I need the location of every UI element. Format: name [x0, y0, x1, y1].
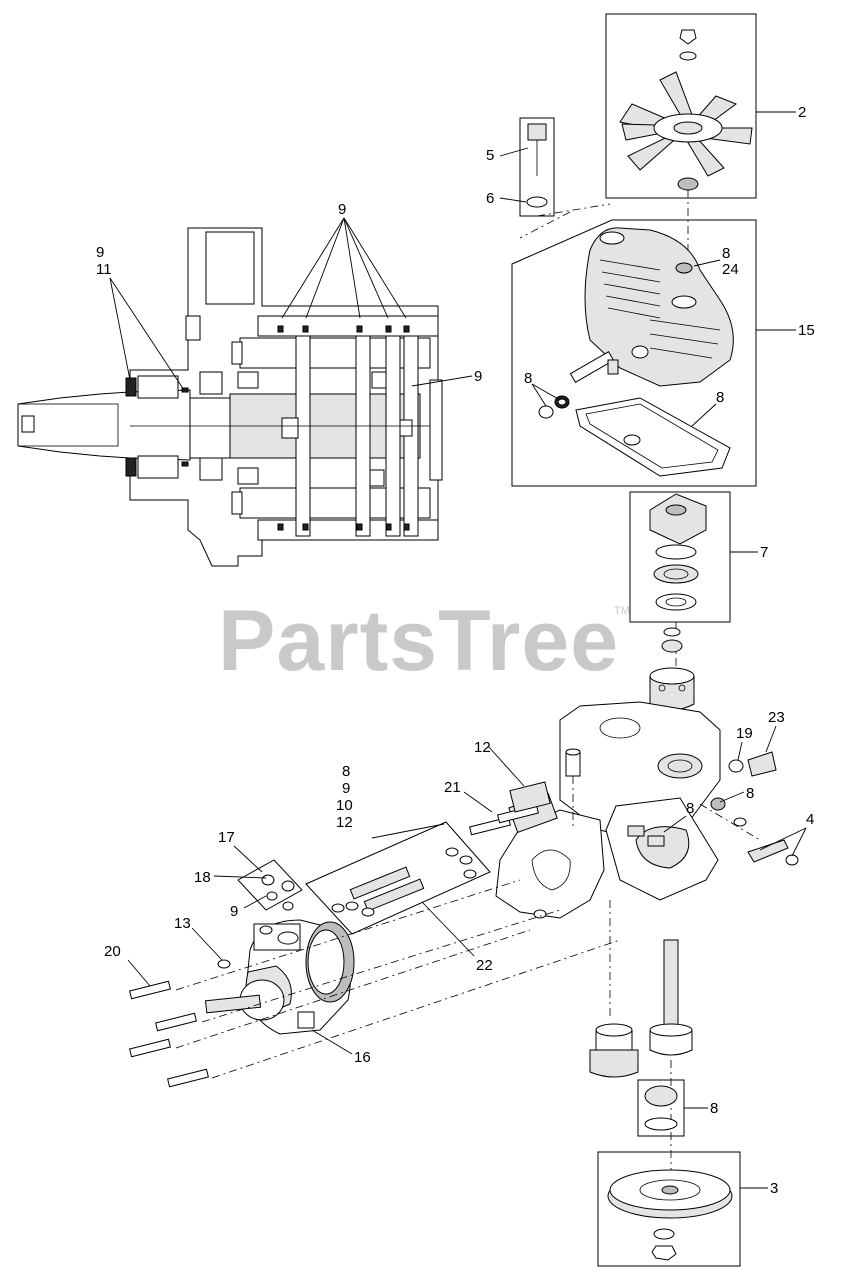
cover-gasket [575, 397, 731, 477]
fan-blades [619, 71, 753, 177]
pulley-fan-hub-group [637, 1079, 685, 1137]
callout-18: 18 [194, 869, 211, 886]
callout-3: 3 [770, 1180, 778, 1197]
callout-16: 16 [354, 1049, 371, 1066]
thrust-bearing-group [629, 491, 731, 760]
callout-8-gasket: 8 [716, 389, 724, 406]
callout-21: 21 [444, 779, 461, 796]
callout-labels: 2 5 6 8 24 15 8 8 7 9 9 11 9 12 21 8 9 1… [96, 104, 815, 1197]
mounting-bolts [129, 781, 621, 1088]
callout-8-cover: 8 [722, 245, 730, 262]
callout-8-valve: 8 [746, 785, 754, 802]
wheel-motor-assembly [204, 919, 355, 1035]
callout-10: 10 [336, 797, 353, 814]
fan-group-box [605, 13, 757, 199]
callout-9-section: 9 [338, 201, 346, 218]
callout-12-bracket: 12 [474, 739, 491, 756]
callout-5: 5 [486, 147, 494, 164]
callout-19: 19 [736, 725, 753, 742]
callout-11: 11 [96, 261, 112, 278]
callout-4: 4 [806, 811, 814, 828]
callout-13: 13 [174, 915, 191, 932]
center-section-housing [559, 701, 721, 901]
callout-9-right: 9 [474, 368, 482, 385]
callout-8-hub: 8 [710, 1100, 718, 1117]
pump-cylinder-block [649, 627, 695, 711]
dipstick-group [519, 117, 611, 239]
housing-cover [584, 227, 734, 387]
callout-23: 23 [768, 709, 785, 726]
callout-7: 7 [760, 544, 768, 561]
callout-9-kit: 9 [342, 780, 350, 797]
filter-canister [589, 1023, 639, 1078]
callout-15: 15 [798, 322, 815, 339]
callout-20: 20 [104, 943, 121, 960]
callout-9-left: 9 [96, 244, 104, 261]
callout-8-kit: 8 [342, 763, 350, 780]
watermark-trademark: TM [614, 605, 630, 617]
callout-9-manifold: 9 [230, 903, 238, 920]
callout-2: 2 [798, 104, 806, 121]
check-valve-parts [565, 748, 665, 847]
callout-22: 22 [476, 957, 493, 974]
manifold-fittings [237, 859, 303, 911]
bypass-arm [569, 350, 619, 384]
callout-12-kit: 12 [336, 814, 353, 831]
housing-cover-group [511, 219, 757, 487]
leader-lines [109, 111, 807, 1189]
pulley-group [597, 1151, 741, 1267]
callout-8-seals: 8 [524, 370, 532, 387]
callout-8-center: 8 [686, 800, 694, 817]
watermark-text: PartsTree [218, 593, 619, 689]
tube-kit [305, 821, 491, 935]
callout-24: 24 [722, 261, 739, 278]
callout-6: 6 [486, 190, 494, 207]
callout-17: 17 [218, 829, 235, 846]
transmission-cross-section [17, 227, 443, 567]
right-side-fittings [699, 751, 799, 866]
cooling-fan-assembly [605, 13, 757, 262]
